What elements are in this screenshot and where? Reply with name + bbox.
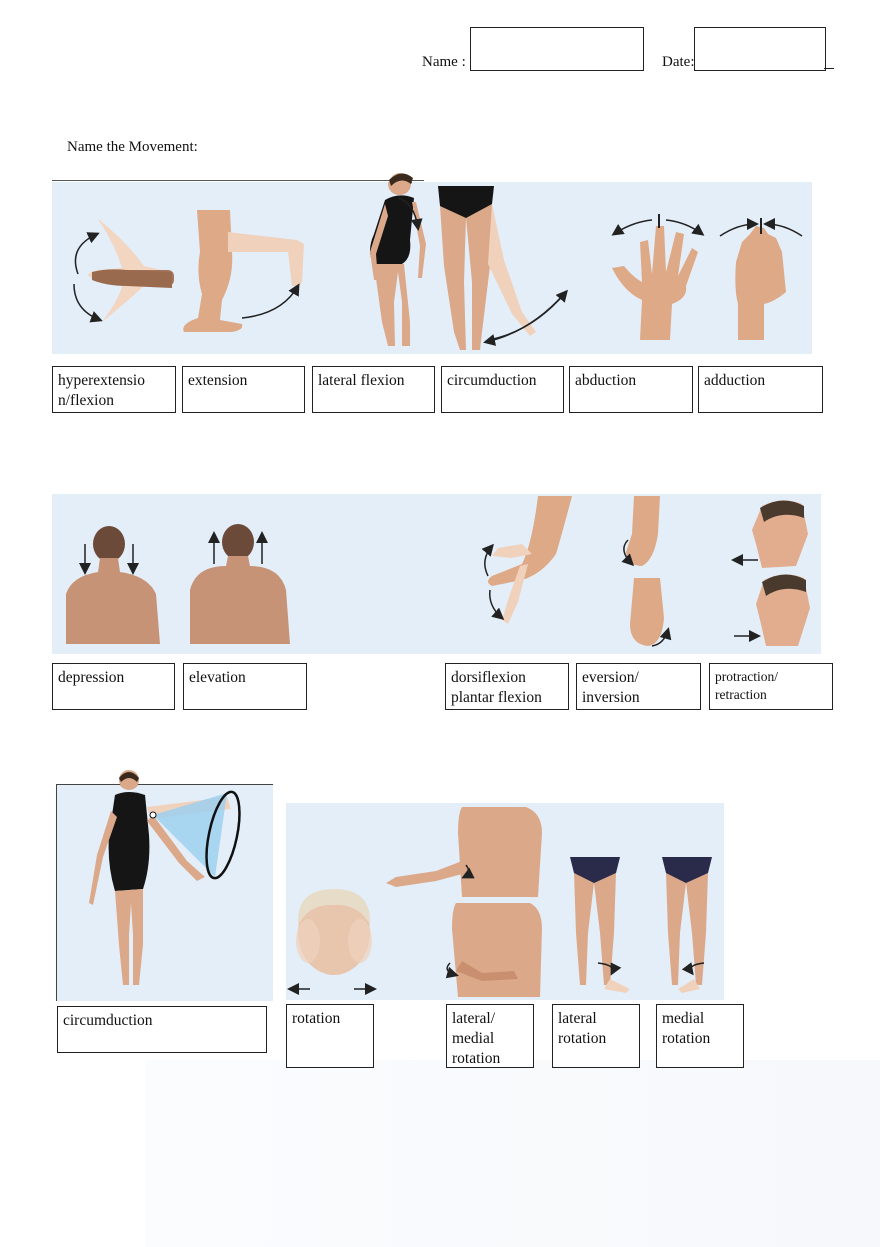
answer-box-1-5[interactable]: abduction: [569, 366, 693, 413]
arm-circumduction-head: [119, 770, 139, 788]
answer-box-3-5[interactable]: medial rotation: [656, 1004, 744, 1068]
answer-box-1-3[interactable]: lateral flexion: [312, 366, 435, 413]
row3-illustrations: [287, 807, 712, 997]
row3-illustration-panel: [286, 803, 724, 1000]
row1-illustrations: [73, 182, 803, 350]
answer-box-2-5[interactable]: protraction/ retraction: [709, 663, 833, 710]
head-rotation-figure: [287, 889, 377, 995]
name-label: Name :: [422, 54, 466, 70]
date-underline: [824, 68, 834, 69]
lateral-flexion-figure: [370, 182, 426, 346]
row2-illustrations: [66, 496, 810, 647]
leg-lateral-rotation-figure: [570, 857, 630, 993]
lateral-flexion-head: [389, 173, 413, 195]
answer-box-2-2[interactable]: elevation: [183, 663, 307, 710]
instructions-heading: Name the Movement:: [67, 139, 198, 155]
row1-top-rule: [52, 180, 424, 181]
shoulder-depression-figure: [66, 526, 160, 644]
name-field[interactable]: [470, 27, 644, 71]
arm-circumduction-figure: [89, 785, 241, 985]
answer-box-3-2[interactable]: rotation: [286, 1004, 374, 1068]
answer-box-1-6[interactable]: adduction: [698, 366, 823, 413]
date-label: Date:: [662, 54, 695, 70]
wrist-flexion-figure: [73, 218, 174, 323]
head-protraction-retraction-figure: [731, 500, 810, 646]
finger-abduction-figure: [611, 214, 705, 340]
row1-illustration-panel: [52, 182, 812, 354]
finger-adduction-figure: [719, 218, 803, 340]
hip-circumduction-figure: [438, 186, 568, 350]
leg-medial-rotation-figure: [662, 857, 712, 993]
answer-box-1-2[interactable]: extension: [182, 366, 305, 413]
answer-box-3-4[interactable]: lateral rotation: [552, 1004, 640, 1068]
shoulder-elevation-figure: [190, 524, 290, 644]
answer-box-1-4[interactable]: circumduction: [441, 366, 564, 413]
ankle-flexion-figure: [481, 496, 572, 624]
foot-eversion-inversion-figure: [621, 496, 672, 647]
arm-circumduction-panel: [56, 784, 273, 1001]
answer-box-2-4[interactable]: eversion/ inversion: [576, 663, 701, 710]
arm-lateral-medial-rotation-figure: [386, 807, 542, 997]
date-field[interactable]: [694, 27, 826, 71]
answer-box-3-1[interactable]: circumduction: [57, 1006, 267, 1053]
row2-illustration-panel: [52, 494, 821, 654]
answer-box-3-3[interactable]: lateral/ medial rotation: [446, 1004, 534, 1068]
answer-box-1-1[interactable]: hyperextensio n/flexion: [52, 366, 176, 413]
answer-box-2-3[interactable]: dorsiflexion plantar flexion: [445, 663, 569, 710]
knee-extension-figure: [183, 210, 304, 332]
answer-box-2-1[interactable]: depression: [52, 663, 175, 710]
page-shading: [145, 1060, 880, 1247]
